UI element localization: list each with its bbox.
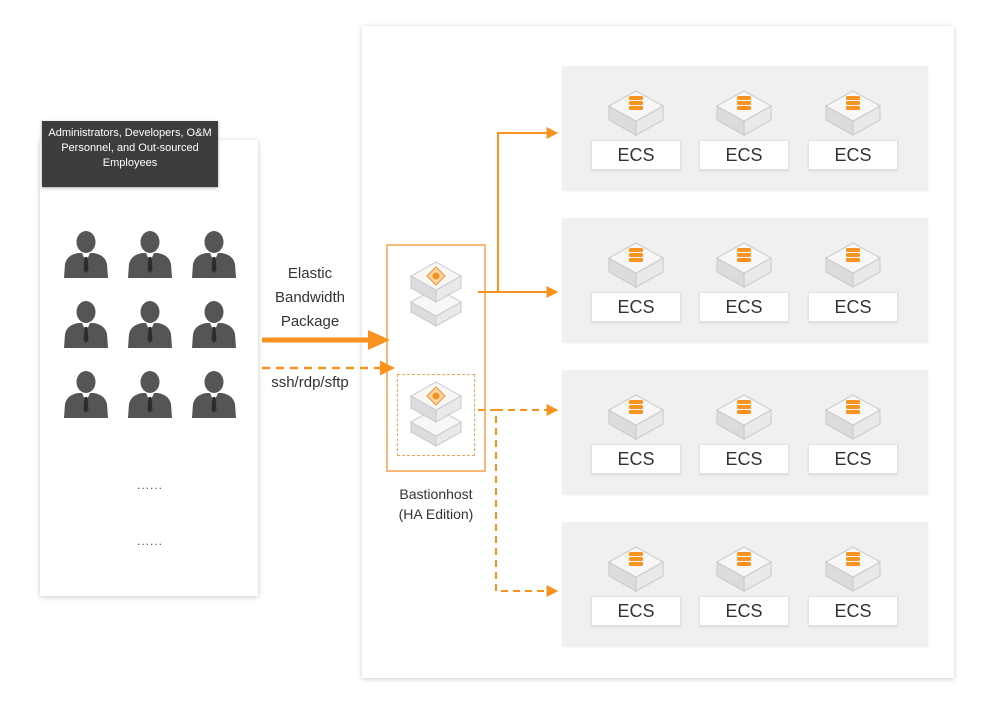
protocol-label: ssh/rdp/sftp	[271, 374, 349, 391]
users-panel	[40, 140, 258, 596]
bastionhost-label-line-1: Bastionhost	[399, 486, 473, 502]
ecs-label: ECS	[808, 292, 898, 322]
ecs-group-1	[562, 66, 928, 190]
ecs-label: ECS	[808, 140, 898, 170]
ellipsis-1: ......	[136, 478, 163, 492]
ecs-label: ECS	[808, 444, 898, 474]
bandwidth-label: Elastic Bandwidth Package	[262, 262, 358, 334]
bastionhost-box	[386, 244, 486, 472]
ecs-group-3	[562, 370, 928, 494]
ecs-label: ECS	[699, 596, 789, 626]
ecs-label: ECS	[808, 596, 898, 626]
ecs-label: ECS	[699, 140, 789, 170]
ecs-group-2	[562, 218, 928, 342]
ecs-group-4	[562, 522, 928, 646]
ecs-label: ECS	[699, 444, 789, 474]
ecs-label: ECS	[591, 596, 681, 626]
ecs-label: ECS	[591, 292, 681, 322]
ellipsis-2: ......	[136, 534, 163, 548]
bandwidth-label-line-1: Elastic	[287, 265, 333, 282]
users-header: Administrators, Developers, O&M Personne…	[42, 121, 218, 187]
bandwidth-label-line-3: Package	[280, 313, 340, 330]
bastionhost-standby-box	[397, 374, 475, 456]
bastionhost-label-line-2: (HA Edition)	[398, 506, 474, 522]
bandwidth-label-line-2: Bandwidth	[274, 289, 346, 306]
bastionhost-label: Bastionhost (HA Edition)	[376, 484, 496, 524]
ecs-label: ECS	[591, 444, 681, 474]
ecs-label: ECS	[699, 292, 789, 322]
ecs-label: ECS	[591, 140, 681, 170]
